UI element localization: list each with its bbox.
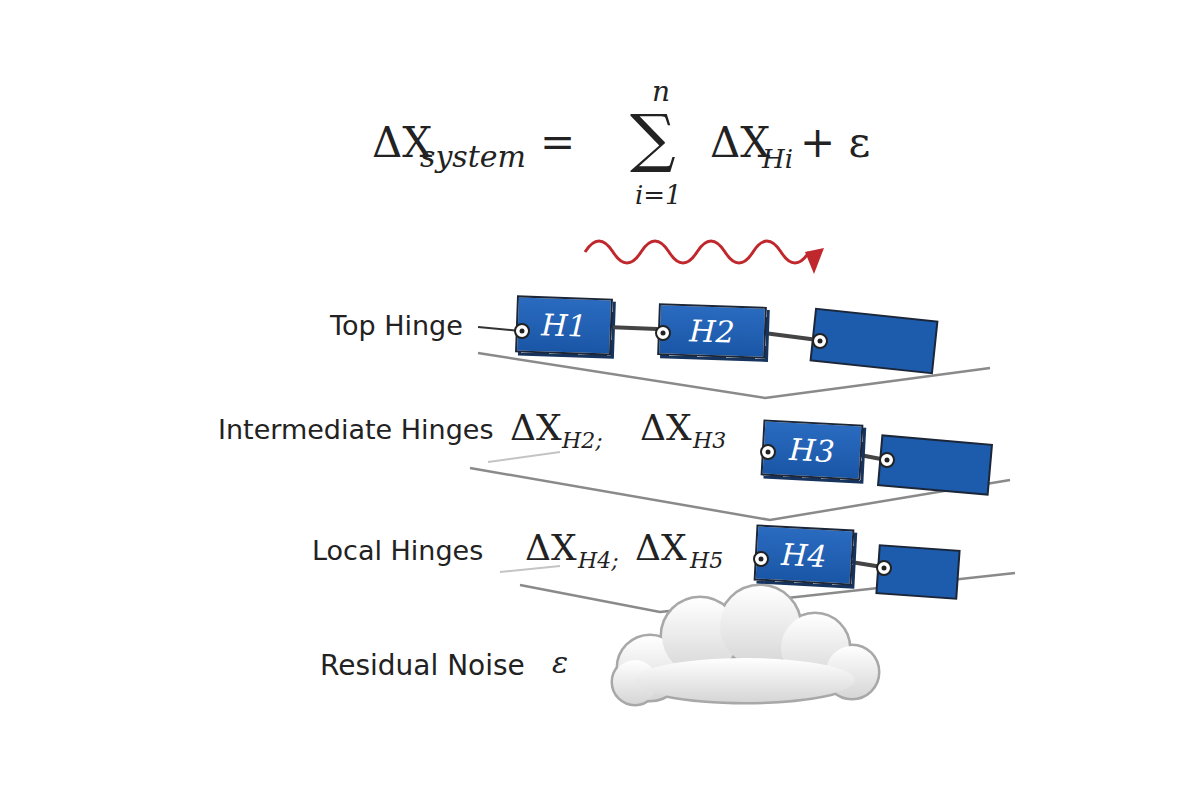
formula-symbol: =	[540, 122, 575, 164]
cloud-outline	[613, 586, 878, 704]
hinge-pin	[515, 324, 894, 575]
delta-subscript: H5	[690, 550, 723, 572]
plane-outline	[488, 452, 560, 462]
delta-subscript: H2;	[562, 430, 603, 452]
hinge-block: H3	[761, 419, 864, 480]
hinge-name: H2	[689, 313, 735, 350]
delta-term: ΔX	[525, 530, 577, 566]
hinge-rod	[613, 327, 657, 329]
hinge-block: H1	[515, 295, 613, 355]
hinge-name: H1	[541, 307, 587, 344]
formula-subscript: system	[420, 142, 526, 172]
noise-symbol: ε	[552, 648, 568, 678]
hinge-name: H4	[780, 536, 827, 573]
sum-limit: n	[652, 78, 670, 106]
cloud	[613, 586, 878, 704]
delta-term: ΔX	[510, 410, 562, 446]
hinge-block: H2	[657, 303, 767, 359]
sum-limit: i=1	[635, 182, 682, 208]
formula-subscript: Hi	[762, 146, 793, 172]
noise-label: Residual Noise	[320, 652, 525, 680]
hinge-block	[878, 435, 992, 494]
hinge-block	[876, 545, 959, 598]
level-label: Top Hinge	[330, 312, 463, 339]
leader-line	[478, 327, 520, 331]
plane-outline	[500, 566, 560, 572]
delta-subscript: H4;	[578, 550, 619, 572]
delta-subscript: H3	[693, 430, 726, 452]
arrow-head	[805, 248, 824, 274]
formula-term: ΔX	[710, 122, 770, 164]
level-label: Intermediate Hinges	[218, 416, 494, 443]
hinge-name: H3	[788, 431, 835, 468]
hinge-pin-dot	[520, 329, 890, 571]
hinge-block: H4	[754, 524, 855, 585]
level-label: Local Hinges	[312, 537, 483, 564]
delta-term: ΔX	[635, 530, 687, 566]
delta-term: ΔX	[640, 410, 692, 446]
formula-term: + ε	[800, 122, 870, 164]
sum-symbol: ∑	[630, 106, 676, 170]
hinge-rod	[764, 333, 818, 340]
rod-line	[613, 327, 657, 329]
hinge-block	[811, 309, 938, 373]
wave-arrow	[585, 241, 809, 263]
